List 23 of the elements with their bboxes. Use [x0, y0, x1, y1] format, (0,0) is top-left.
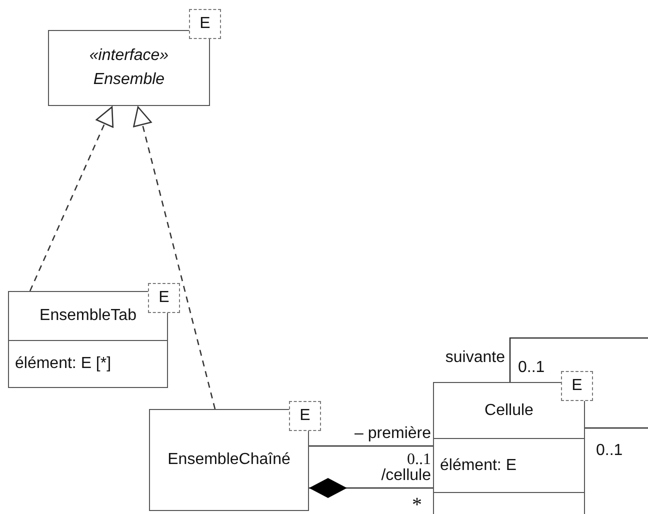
attribute-text: élément: E [*]: [15, 354, 112, 374]
template-parameter-box: E: [561, 371, 593, 401]
class-name: EnsembleTab: [40, 306, 136, 326]
class-name: EnsembleChaîné: [168, 450, 290, 470]
role-label: suivante: [445, 350, 505, 366]
role-label: /cellule: [381, 468, 431, 484]
multiplicity-label: 0..1: [407, 452, 431, 468]
stereotype-label: «interface»: [89, 46, 169, 66]
role-label: – première: [354, 426, 431, 442]
composition-line: [309, 478, 433, 498]
template-parameter-box: E: [289, 401, 321, 431]
multiplicity-label: *: [412, 495, 422, 514]
class-name: Cellule: [484, 400, 534, 420]
association-line: [309, 445, 433, 447]
association-loop: [509, 337, 648, 429]
template-parameter-box: E: [148, 283, 180, 313]
interface-name: Ensemble: [93, 70, 165, 90]
attribute-text: élément: E: [440, 456, 516, 476]
template-parameter-box: E: [189, 9, 221, 39]
multiplicity-label: 0..1: [518, 360, 545, 376]
multiplicity-label: 0..1: [596, 443, 623, 459]
realization-arrow: [29, 106, 114, 292]
realization-arrow: [133, 106, 216, 410]
